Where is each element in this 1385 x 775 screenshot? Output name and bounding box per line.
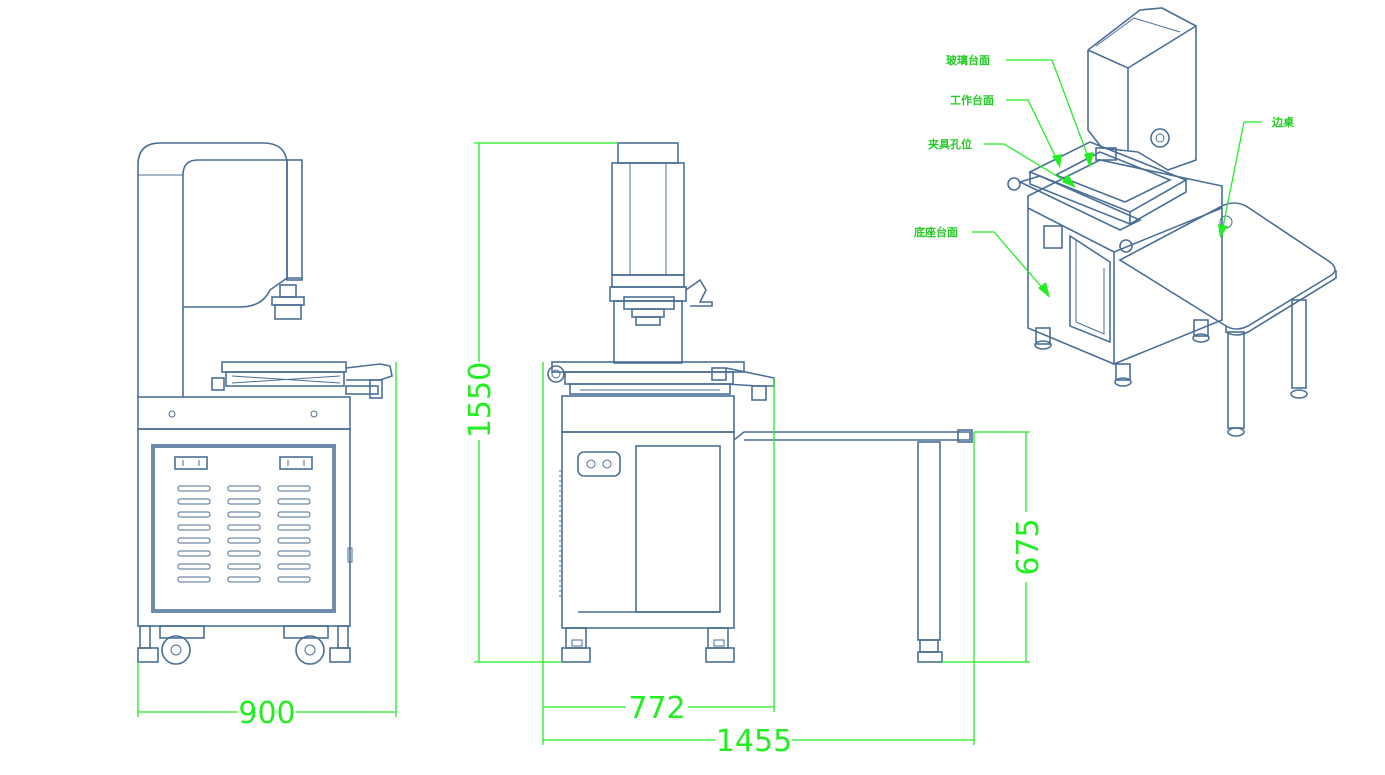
dimension-1455: 1455 [543, 432, 975, 759]
callout-fixture-holes: 夹具孔位 [928, 137, 1076, 188]
dimension-overall-text: 1455 [716, 724, 792, 759]
isometric-view [1007, 7, 1337, 437]
side-view [137, 142, 393, 665]
vent-slots [177, 485, 311, 583]
dimension-width-text: 900 [238, 696, 295, 731]
dimension-table-height-text: 675 [1011, 518, 1046, 575]
callout-work-table: 工作台面 [950, 93, 1062, 168]
dimension-depth-text: 772 [628, 691, 685, 726]
glass-table-label: 玻璃台面 [946, 53, 990, 67]
callout-side-table: 边桌 [1218, 115, 1295, 238]
callout-glass-table: 玻璃台面 [946, 53, 1094, 168]
dimension-772: 772 [542, 362, 775, 745]
dimension-675: 675 [942, 431, 1046, 663]
fixture-holes-label: 夹具孔位 [928, 137, 972, 151]
dimension-height-text: 1550 [463, 362, 498, 438]
side-table-label: 边桌 [1271, 115, 1295, 129]
dimension-900: 900 [137, 362, 397, 731]
callout-base-table: 底座台面 [914, 225, 1050, 298]
dimension-1550: 1550 [463, 142, 618, 663]
front-view [547, 142, 973, 663]
work-table-label: 工作台面 [950, 93, 994, 107]
base-table-label: 底座台面 [914, 225, 958, 239]
